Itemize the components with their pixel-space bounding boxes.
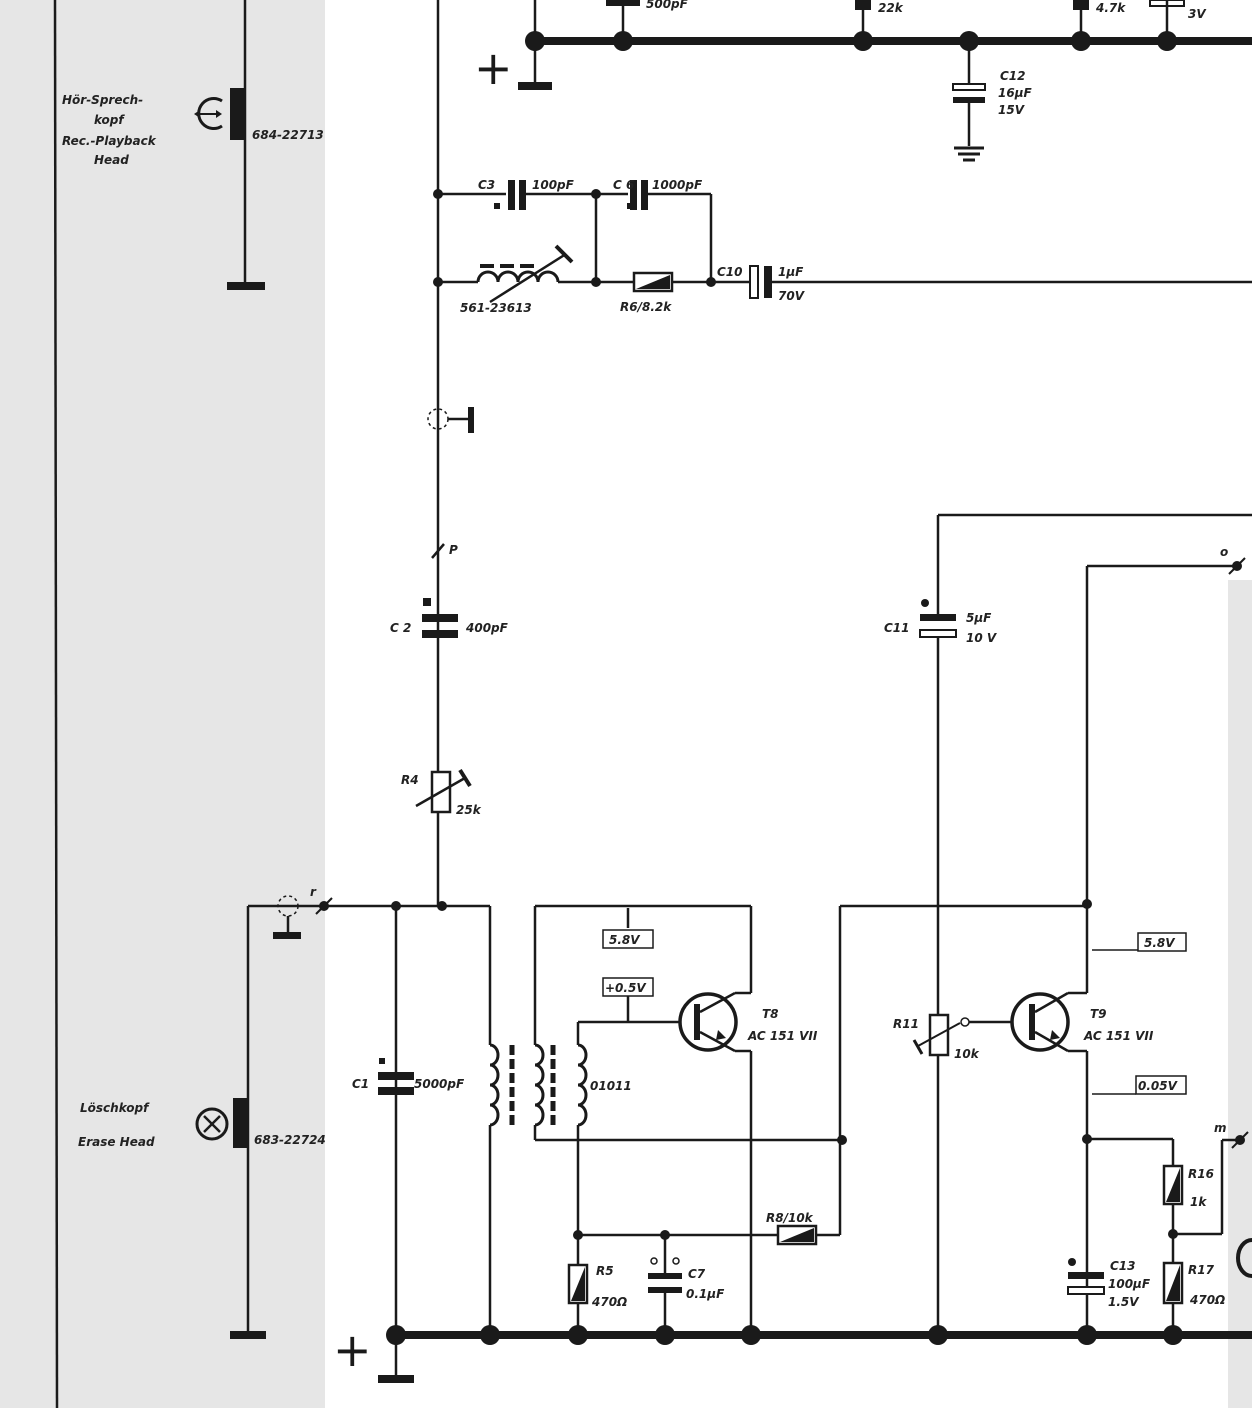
erase-head-label-1: Löschkopf (80, 1101, 150, 1115)
c13-value: 100µF (1108, 1277, 1151, 1291)
c10-value: 1µF (778, 265, 804, 279)
left-gray-panel (0, 0, 325, 1408)
bottom-plus-symbol: + (333, 1323, 372, 1377)
t9-voltage-box-1 (1137, 932, 1187, 952)
bottom-ground-symbol (378, 1375, 414, 1383)
top-r1-value: 22k (878, 1, 904, 15)
t8-name: T8 (762, 1007, 779, 1021)
r11-value: 10k (954, 1047, 980, 1061)
r5-value: 470Ω (591, 1295, 627, 1309)
capacitor-c11 (920, 614, 956, 621)
c12-value: 16µF (998, 86, 1033, 100)
c11-name: C11 (884, 621, 910, 635)
c13-name: C13 (1110, 1259, 1136, 1273)
c6-value: 1000pF (652, 178, 703, 192)
c3-value: 100pF (532, 178, 575, 192)
c3-name: C3 (478, 178, 495, 192)
c11-voltage: 10 V (966, 631, 998, 645)
top-ground-symbol (518, 82, 552, 90)
t9-name: T9 (1090, 1007, 1107, 1021)
r11-name: R11 (893, 1017, 919, 1031)
c10-name: C10 (717, 265, 743, 279)
inductor-part: 561-23613 (460, 301, 532, 315)
transistor-t9 (1010, 991, 1070, 1053)
top-r2-value: 4.7k (1095, 1, 1126, 15)
c12-voltage: 15V (998, 103, 1026, 117)
capacitor-c7 (648, 1273, 682, 1279)
c7-name: C7 (688, 1267, 706, 1281)
m-node-label: m (1214, 1121, 1227, 1135)
r8-label: R8/10k (766, 1211, 814, 1225)
c2-value: 400pF (465, 621, 509, 635)
t8-type: AC 151 VII (747, 1029, 818, 1043)
r16-value: 1k (1190, 1195, 1207, 1209)
t8-voltage-2: +0.5V (605, 981, 647, 995)
r16-name: R16 (1188, 1167, 1214, 1181)
c6-name: C 6 (613, 178, 634, 192)
capacitor-c12 (952, 41, 986, 162)
capacitor-c2 (422, 614, 458, 622)
top-cap-value: 500pF (646, 0, 689, 11)
t8-voltage-box-1 (602, 929, 654, 949)
c12-name: C12 (1000, 69, 1026, 83)
r17-name: R17 (1188, 1263, 1215, 1277)
capacitor-c1 (378, 1072, 414, 1080)
c1-name: C1 (352, 1077, 369, 1091)
t9-voltage-box-2 (1135, 1075, 1187, 1095)
c2-name: C 2 (390, 621, 411, 635)
t8-voltage-1: 5.8V (609, 933, 641, 947)
r4-name: R4 (401, 773, 419, 787)
o-node-label: o (1220, 545, 1228, 559)
erase-head-part: 683-22724 (254, 1133, 326, 1147)
t9-voltage-2: 0.05V (1138, 1079, 1179, 1093)
rec-head-label-1: Hör-Sprech- (62, 93, 143, 107)
transistor-t8 (678, 991, 738, 1053)
r6-label: R6/8.2k (620, 300, 672, 314)
c1-value: 5000pF (414, 1077, 465, 1091)
c10-voltage: 70V (778, 289, 806, 303)
p-label: P (449, 543, 458, 557)
top-plus-symbol: + (474, 41, 513, 95)
t9-type: AC 151 VII (1083, 1029, 1154, 1043)
c7-value: 0.1µF (686, 1287, 725, 1301)
rec-head-part: 684-22713 (252, 128, 324, 142)
right-gray-panel (1228, 580, 1252, 1408)
inductor-coil (476, 270, 560, 283)
rec-head-label-2: kopf (94, 113, 125, 127)
r17-value: 470Ω (1189, 1293, 1225, 1307)
left-border-wire (53, 0, 59, 1408)
r-node-label: r (310, 885, 317, 899)
top-voltage: 3V (1188, 7, 1207, 21)
rec-head-label-4: Head (94, 153, 129, 167)
transformer-part: 01011 (590, 1079, 632, 1093)
capacitor-c13 (1068, 1272, 1104, 1279)
c13-voltage: 1.5V (1108, 1295, 1140, 1309)
c11-value: 5µF (966, 611, 992, 625)
rec-head-label-3: Rec.-Playback (62, 134, 157, 148)
r4-value: 25k (456, 803, 482, 817)
erase-head-label-2: Erase Head (78, 1135, 155, 1149)
erase-head (233, 1098, 247, 1148)
r5-name: R5 (596, 1264, 614, 1278)
t9-voltage-1: 5.8V (1144, 936, 1176, 950)
rec-playback-head (194, 0, 265, 290)
